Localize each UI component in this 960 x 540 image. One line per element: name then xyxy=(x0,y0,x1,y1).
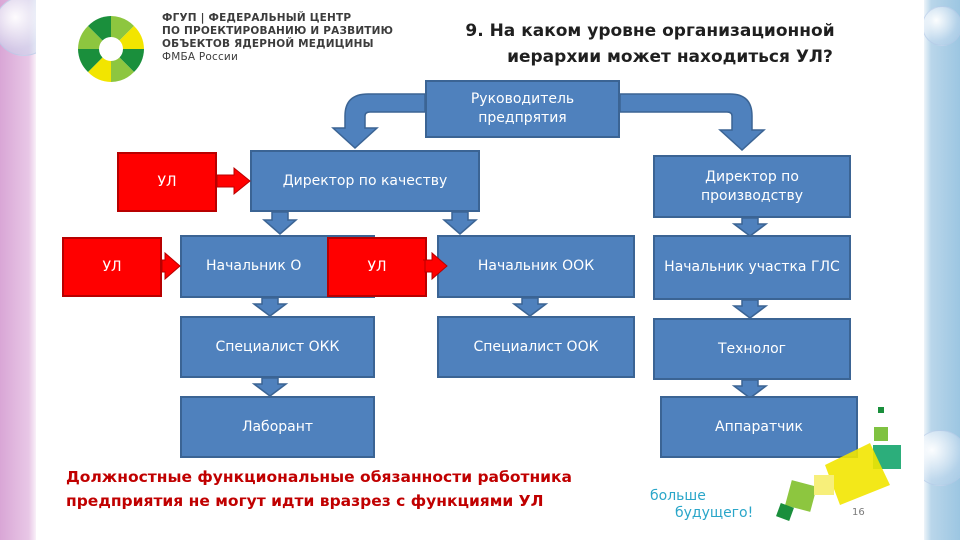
arrow-down xyxy=(251,297,289,317)
arrow-down xyxy=(731,379,769,399)
org-line: ОБЪЕКТОВ ЯДЕРНОЙ МЕДИЦИНЫ xyxy=(162,38,374,50)
decor-bubble xyxy=(922,6,960,46)
arrow-head-to-production xyxy=(619,93,766,152)
org-line: ФГУП | ФЕДЕРАЛЬНЫЙ ЦЕНТР xyxy=(162,12,352,24)
node-operator: Аппаратчик xyxy=(660,396,858,458)
node-head: Руководитель предпрятия xyxy=(425,80,620,138)
arrow-down xyxy=(731,299,769,319)
footer-line: Должностные функциональные обязанности р… xyxy=(66,468,573,486)
page-number: 16 xyxy=(852,507,865,518)
question-title: 9. На каком уровне организационной иерар… xyxy=(425,18,875,70)
node-technologist: Технолог xyxy=(653,318,851,380)
footer-warning: Должностные функциональные обязанности р… xyxy=(66,465,686,513)
org-agency: ФМБА России xyxy=(162,51,238,63)
arrow-head-to-quality xyxy=(331,93,426,150)
question-line: иерархии может находиться УЛ? xyxy=(507,47,833,67)
org-line: ПО ПРОЕКТИРОВАНИЮ И РАЗВИТИЮ xyxy=(162,25,394,37)
organization-name: ФГУП | ФЕДЕРАЛЬНЫЙ ЦЕНТР ПО ПРОЕКТИРОВАН… xyxy=(162,12,402,64)
node-lab-assistant: Лаборант xyxy=(180,396,375,458)
arrow-down xyxy=(511,297,549,317)
arrow-down xyxy=(251,377,289,397)
node-gls-head: Начальник участка ГЛС xyxy=(653,235,851,300)
node-ook-head: Начальник ООК xyxy=(437,235,635,298)
arrow-down xyxy=(442,211,478,235)
fcpr-logo-icon xyxy=(78,16,144,82)
node-production-director: Директор по производству xyxy=(653,155,851,218)
node-okk-specialist: Специалист ОКК xyxy=(180,316,375,378)
slogan-line: будущего! xyxy=(675,505,754,521)
node-ook-specialist: Специалист ООК xyxy=(437,316,635,378)
ul-box-ook: УЛ xyxy=(327,237,427,297)
question-line: 9. На каком уровне организационной xyxy=(465,21,835,41)
slogan: больше будущего! xyxy=(650,488,753,522)
slogan-line: больше xyxy=(650,488,706,504)
decor-shapes-icon xyxy=(776,407,901,521)
node-quality-director: Директор по качеству xyxy=(250,150,480,212)
arrow-down xyxy=(262,211,298,235)
ul-box-okk: УЛ xyxy=(62,237,162,297)
ul-box-quality: УЛ xyxy=(117,152,217,212)
arrow-down xyxy=(731,217,769,237)
footer-line: предприятия не могут идти вразрез с функ… xyxy=(66,492,544,510)
